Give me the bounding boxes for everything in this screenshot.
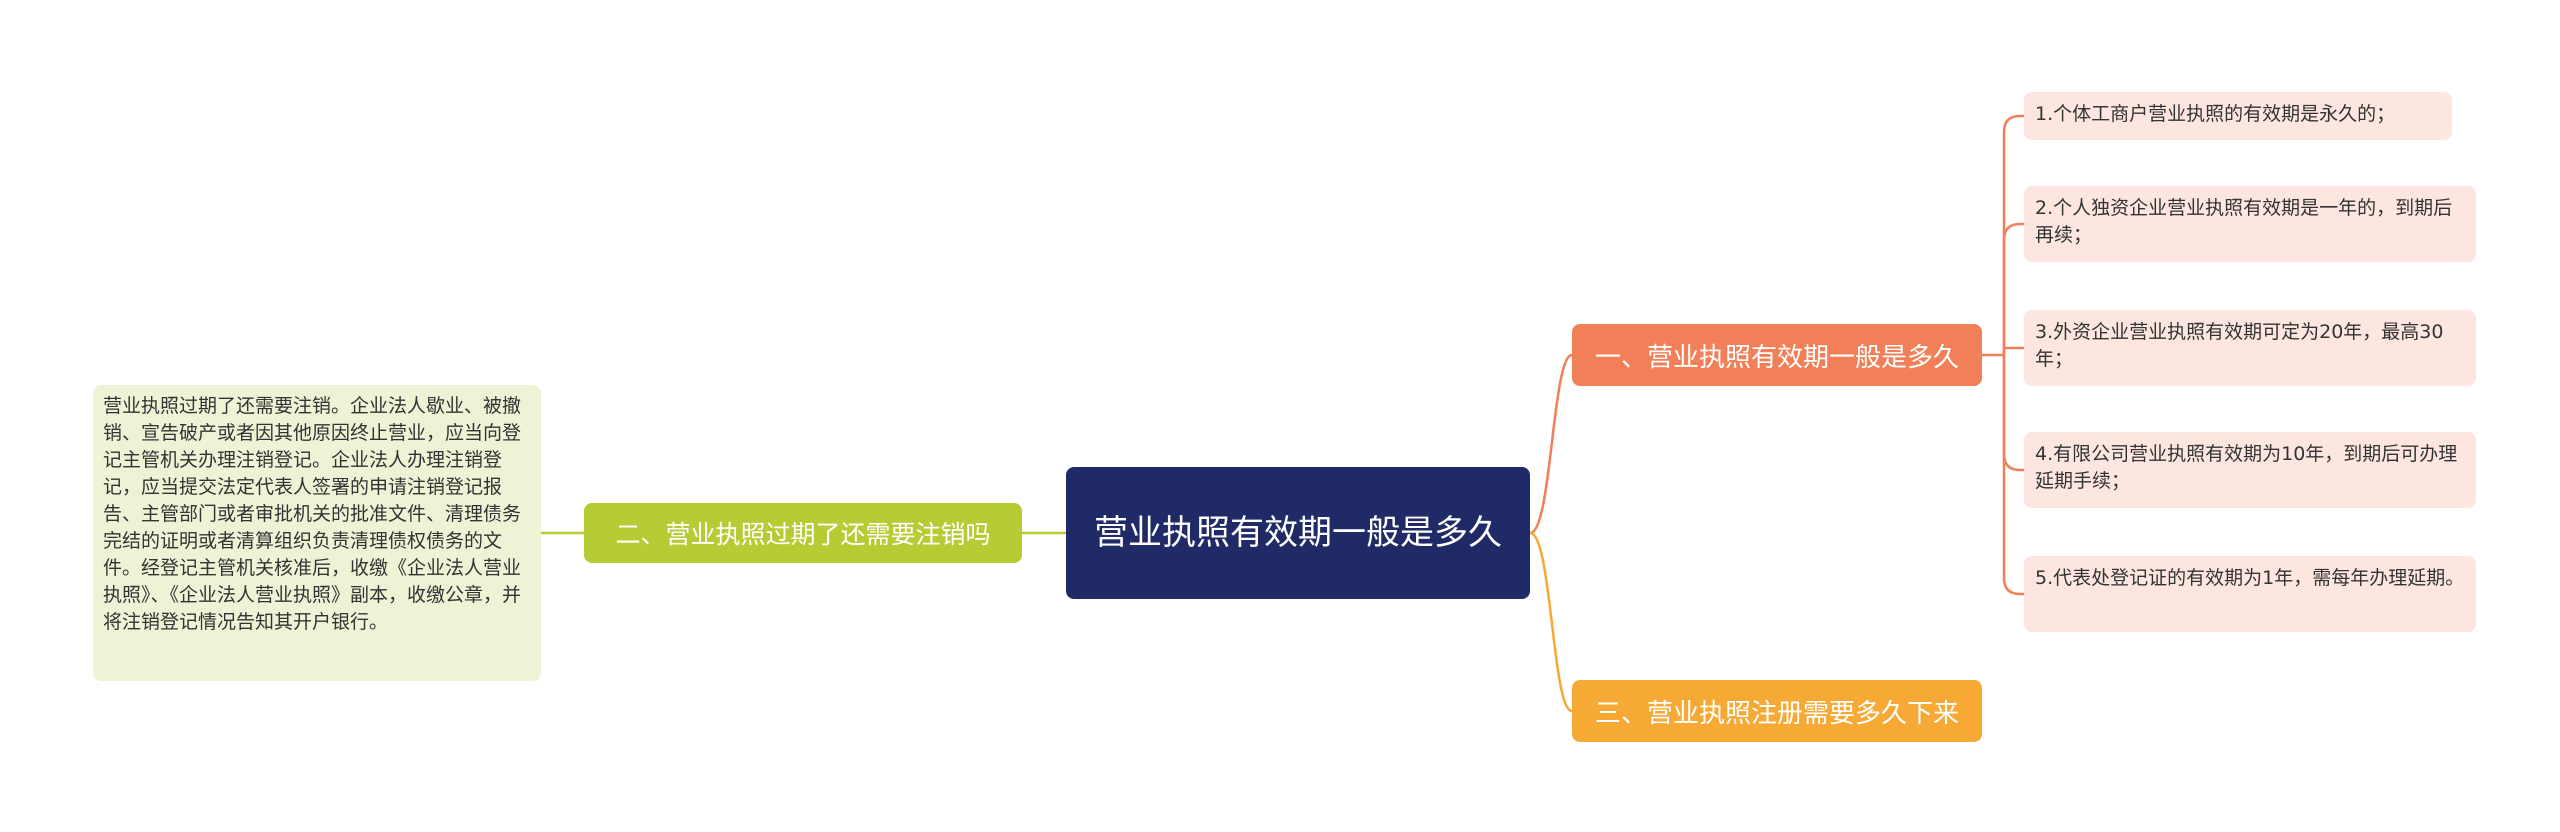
branch-topic-3-label: 三、营业执照注册需要多久下来: [1594, 698, 1959, 729]
connector-leaf-1: [2002, 222, 2024, 355]
leaf-topic-1[interactable]: 1.个体工商户营业执照的有效期是永久的；: [2024, 92, 2452, 140]
branch-topic-1[interactable]: 一、营业执照有效期一般是多久: [1572, 324, 1982, 386]
leaf-topic-4[interactable]: 4.有限公司营业执照有效期为10年，到期后可办理延期手续；: [2024, 432, 2476, 508]
connector-leaf-4: [2002, 355, 2024, 596]
leaf-topic-3-text: 3.外资企业营业执照有效期可定为20年，最高30年；: [2035, 321, 2444, 370]
central-topic-label: 营业执照有效期一般是多久: [1094, 513, 1502, 553]
leaf-topic-3[interactable]: 3.外资企业营业执照有效期可定为20年，最高30年；: [2024, 310, 2476, 386]
branch-topic-2-label: 二、营业执照过期了还需要注销吗: [615, 520, 991, 549]
leaf-topic-5[interactable]: 5.代表处登记证的有效期为1年，需每年办理延期。: [2024, 556, 2476, 632]
branch-topic-3[interactable]: 三、营业执照注册需要多久下来: [1572, 680, 1982, 742]
connector-central-branch-3: [1529, 531, 1573, 713]
leaf-topic-4-text: 4.有限公司营业执照有效期为10年，到期后可办理延期手续；: [2035, 443, 2458, 492]
connector-leaf-3: [2002, 355, 2024, 472]
branch-topic-1-label: 一、营业执照有效期一般是多久: [1594, 342, 1959, 373]
leaf-topic-2-text: 2.个人独资企业营业执照有效期是一年的，到期后再续；: [2035, 197, 2453, 246]
branch-2-note[interactable]: 营业执照过期了还需要注销。企业法人歇业、被撤销、宣告破产或者因其他原因终止营业，…: [93, 385, 541, 681]
central-topic[interactable]: 营业执照有效期一般是多久: [1066, 467, 1530, 599]
connector-central-branch-1: [1529, 353, 1573, 535]
leaf-topic-5-text: 5.代表处登记证的有效期为1年，需每年办理延期。: [2035, 567, 2465, 589]
leaf-topic-2[interactable]: 2.个人独资企业营业执照有效期是一年的，到期后再续；: [2024, 186, 2476, 262]
branch-topic-2[interactable]: 二、营业执照过期了还需要注销吗: [584, 503, 1022, 563]
connector-leaf-2: [2002, 346, 2024, 355]
leaf-topic-1-text: 1.个体工商户营业执照的有效期是永久的；: [2035, 103, 2396, 125]
branch-2-note-text: 营业执照过期了还需要注销。企业法人歇业、被撤销、宣告破产或者因其他原因终止营业，…: [103, 395, 522, 633]
connector-leaf-0: [2002, 114, 2024, 355]
